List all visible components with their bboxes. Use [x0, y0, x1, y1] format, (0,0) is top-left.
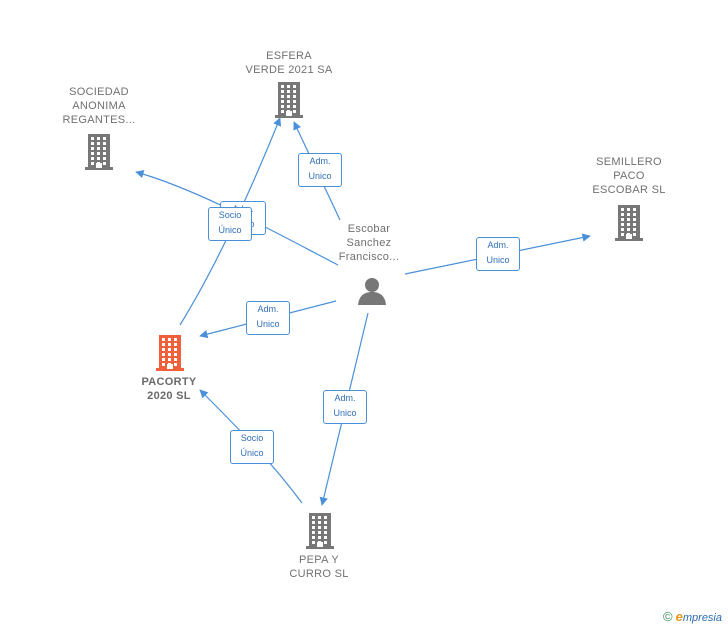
node-label-escobar-sanchez[interactable]: Escobar Sanchez Francisco... [338, 223, 400, 263]
edge-label-pacorty-esfera: Socio Único [208, 207, 252, 241]
brand-name: mpresia [682, 612, 722, 624]
edges-layer [135, 117, 591, 506]
building-icon[interactable] [306, 513, 334, 554]
edge-label-person-esfera: Adm. Unico [298, 153, 342, 187]
building-icon[interactable] [615, 205, 643, 246]
edge-label-pepa-pacorty: Socio Único [230, 430, 274, 464]
building-icon[interactable] [156, 335, 184, 376]
brand-logo-letter: e [675, 609, 683, 624]
brand-footer: ©empresia [663, 609, 722, 624]
edge-label-person-semillero: Adm. Unico [476, 237, 520, 271]
edge-label-person-pacorty: Adm. Unico [246, 301, 290, 335]
node-label-pepa-y-curro[interactable]: PEPA Y CURRO SL [289, 554, 349, 580]
building-icon[interactable] [85, 134, 113, 175]
node-label-pacorty[interactable]: PACORTY 2020 SL [141, 376, 197, 402]
node-label-semillero[interactable]: SEMILLERO PACO ESCOBAR SL [592, 156, 666, 196]
node-label-sociedad-anonima[interactable]: SOCIEDAD ANONIMA REGANTES... [62, 86, 136, 126]
copyright-icon: © [663, 609, 673, 624]
building-icon[interactable] [275, 82, 303, 123]
person-icon[interactable] [357, 276, 387, 311]
edge-label-person-pepa: Adm. Unico [323, 390, 367, 424]
node-label-esfera-verde[interactable]: ESFERA VERDE 2021 SA [245, 50, 333, 76]
